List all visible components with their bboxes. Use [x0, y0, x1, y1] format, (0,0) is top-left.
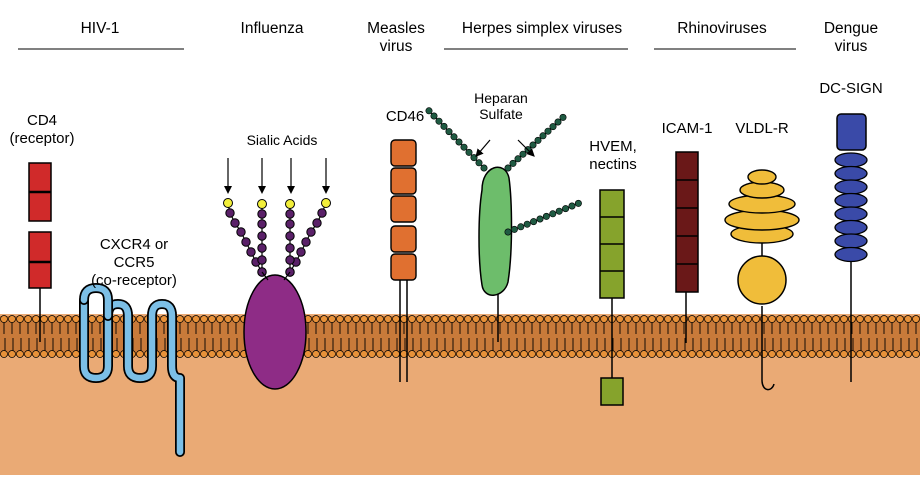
sialic-acid-tip: [257, 199, 267, 209]
header-herpes: Herpes simplex viruses: [461, 20, 623, 37]
label-vldlr: VLDL-R: [735, 120, 789, 137]
annotation-arrows: [224, 139, 535, 194]
label-heparan-sulfate: Heparan Sulfate: [474, 90, 528, 122]
cell-membrane: [0, 315, 920, 358]
label-cd46: CD46: [385, 108, 425, 125]
label-icam: ICAM-1: [661, 120, 713, 137]
label-coreceptor: CXCR4 or CCR5 (co-receptor): [91, 236, 177, 289]
cd46-domain: [390, 167, 417, 195]
sialic-acid-tip: [321, 198, 331, 208]
influenza-glycoprotein: [223, 198, 331, 390]
cd4-receptor: [28, 162, 52, 342]
cd46-receptor: [390, 139, 417, 382]
heparan-sulfate: [425, 107, 582, 342]
vldl-receptor: [724, 169, 800, 391]
header-dengue: Dengue virus: [823, 20, 879, 55]
cd46-domain: [390, 139, 417, 167]
dc-sign: [834, 113, 868, 382]
dcsign-repeat: [834, 233, 868, 249]
dcsign-repeat: [834, 219, 868, 236]
dcsign-repeat: [834, 152, 868, 168]
dcsign-repeat: [834, 165, 868, 182]
hvem-nectins: [599, 189, 625, 406]
dcsign-repeat: [834, 206, 868, 222]
coreceptor-serpentine: [79, 282, 185, 457]
label-dcsign: DC-SIGN: [819, 80, 883, 97]
label-cd4: CD4 (receptor): [9, 112, 75, 147]
heparan-arrow-right: [517, 139, 535, 157]
label-hvem: HVEM, nectins: [589, 138, 637, 173]
icam-1: [675, 151, 699, 343]
heparan-arrow-left: [475, 139, 491, 158]
dcsign-repeat: [834, 246, 868, 263]
sialic-acid-tip: [285, 199, 295, 209]
cd46-domain: [390, 253, 417, 281]
label-sialic-acids: Sialic Acids: [246, 132, 318, 148]
vldlr-repeat: [747, 169, 777, 185]
header-measles: Measles virus: [367, 20, 425, 55]
sialic-acid-tip: [223, 198, 233, 208]
header-hiv: HIV-1: [80, 20, 120, 37]
header-influenza: Influenza: [240, 20, 304, 37]
dcsign-repeat: [834, 192, 868, 209]
cd46-domain: [390, 225, 417, 253]
header-rhino: Rhinoviruses: [677, 20, 767, 37]
cd46-domain: [390, 195, 417, 223]
dcsign-repeat: [834, 179, 868, 195]
